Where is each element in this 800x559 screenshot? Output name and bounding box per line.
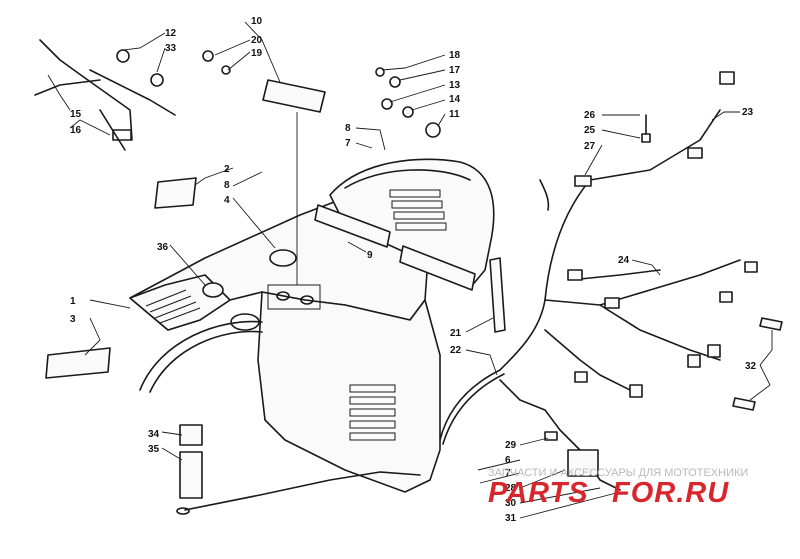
callout-6: 7 xyxy=(505,468,511,479)
callout-9: 9 xyxy=(367,250,373,261)
wiring-harness xyxy=(439,71,783,491)
callout-22: 22 xyxy=(450,345,462,356)
callout-18: 18 xyxy=(449,50,461,61)
callouts: 1 3 2 8 4 36 34 35 10 20 19 12 33 15 16 … xyxy=(70,16,757,524)
callout-4: 4 xyxy=(224,195,230,206)
gauge-cover xyxy=(202,282,224,298)
callout-5: 6 xyxy=(505,455,511,466)
callout-28: 28 xyxy=(505,483,517,494)
small-parts xyxy=(116,49,651,143)
decal-instructions xyxy=(45,347,111,379)
callout-19: 19 xyxy=(251,48,263,59)
callout-30: 30 xyxy=(505,498,517,509)
callout-8a: 8 xyxy=(224,180,230,191)
callout-35: 35 xyxy=(148,444,160,455)
watermark-tagline: ЗАПЧАСТИ И АКСЕССУАРЫ ДЛЯ МОТОТЕХНИКИ xyxy=(488,467,748,479)
callout-33: 33 xyxy=(165,43,177,54)
hood-trim-lower xyxy=(399,245,476,291)
decal-35 xyxy=(179,451,203,499)
callout-3: 3 xyxy=(70,314,76,325)
hood-shroud xyxy=(314,158,506,333)
callout-17: 17 xyxy=(449,65,461,76)
callout-31: 31 xyxy=(505,513,517,524)
watermark-brand-left: PARTS xyxy=(488,477,589,509)
callout-13: 13 xyxy=(449,80,461,91)
callout-32: 32 xyxy=(745,361,757,372)
dash-panel-10 xyxy=(262,79,326,113)
watermark-brand-right: FOR.RU xyxy=(612,477,729,509)
callout-12: 12 xyxy=(165,28,177,39)
ground-cable xyxy=(176,471,421,515)
callout-34: 34 xyxy=(148,429,160,440)
callout-1: 1 xyxy=(70,296,76,307)
callout-8b: 8 xyxy=(345,123,351,134)
callout-20: 20 xyxy=(251,35,263,46)
callout-24: 24 xyxy=(618,255,630,266)
console-vents xyxy=(145,289,201,324)
throttle-cables xyxy=(34,39,176,151)
callout-36: 36 xyxy=(157,242,169,253)
callout-2: 2 xyxy=(224,164,230,175)
side-strip xyxy=(489,257,506,333)
callout-15: 15 xyxy=(70,109,82,120)
callout-16: 16 xyxy=(70,125,82,136)
hood-vents xyxy=(389,189,447,231)
callout-14: 14 xyxy=(449,94,461,105)
hood-trim-strip xyxy=(314,204,391,248)
callout-23: 23 xyxy=(742,107,754,118)
watermark: ЗАПЧАСТИ И АКСЕССУАРЫ ДЛЯ МОТОТЕХНИКИ PA… xyxy=(488,467,748,509)
callout-29: 29 xyxy=(505,440,517,451)
callout-25: 25 xyxy=(584,125,596,136)
decal-warning xyxy=(154,177,197,209)
callout-21: 21 xyxy=(450,328,462,339)
callout-7: 7 xyxy=(345,138,351,149)
callout-26: 26 xyxy=(584,110,596,121)
decal-34 xyxy=(179,424,203,446)
nose-vents xyxy=(349,384,396,441)
leader-lines xyxy=(47,21,773,519)
callout-11: 11 xyxy=(449,109,460,120)
callout-10: 10 xyxy=(251,16,263,27)
decals xyxy=(45,79,326,499)
callout-27: 27 xyxy=(584,141,596,152)
